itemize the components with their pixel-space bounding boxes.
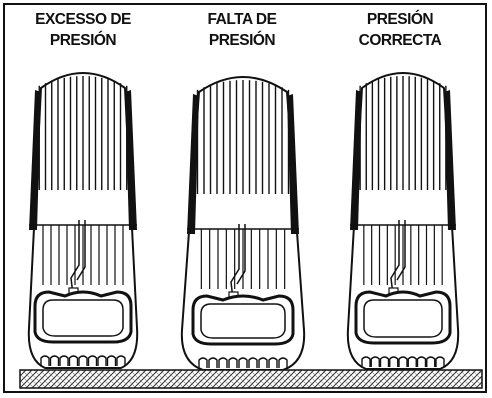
label-correct-line2: CORRECTA xyxy=(358,32,442,49)
rim-profile xyxy=(33,290,133,344)
label-correct-pressure: PRESIÓN CORRECTA xyxy=(325,9,475,51)
tire-correct xyxy=(346,72,460,370)
rim-profile xyxy=(191,294,295,346)
label-correct-line1: PRESIÓN xyxy=(366,11,434,28)
valve-stem xyxy=(230,224,246,300)
label-excess-line2: PRESIÓN xyxy=(49,32,117,49)
label-low-line1: FALTA DE xyxy=(207,11,277,28)
tire-excess xyxy=(27,72,139,369)
valve-stem xyxy=(70,220,86,296)
road-surface xyxy=(19,369,483,389)
rim-profile xyxy=(354,290,452,345)
label-low-pressure: FALTA DE PRESIÓN xyxy=(167,9,317,51)
label-excess-pressure: EXCESSO DE PRESIÓN xyxy=(8,9,158,51)
tire-low xyxy=(180,76,306,371)
valve-stem xyxy=(390,220,406,296)
label-excess-line1: EXCESSO DE xyxy=(35,11,131,28)
label-low-line2: PRESIÓN xyxy=(208,32,276,49)
